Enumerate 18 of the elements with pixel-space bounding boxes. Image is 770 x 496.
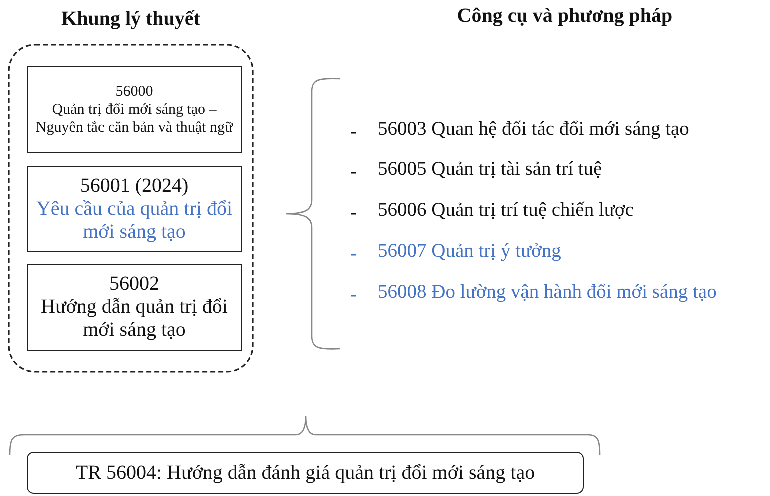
standard-title: Quản trị đổi mới sáng tạo – Nguyên tắc căn bản và thuật ngữ <box>34 100 234 136</box>
standard-title: Hướng dẫn quản trị đổi mới sáng tạo <box>40 296 229 342</box>
standard-box <box>27 66 242 153</box>
standard-number: 56001 (2024) <box>79 174 190 198</box>
standard-title: Yêu cầu của quản trị đổi mới sáng tạo <box>35 198 234 244</box>
standard-box <box>27 166 242 252</box>
standard-title: TR 56004: Hướng dẫn đánh giá quản trị đổi mới sáng tạo <box>74 461 536 485</box>
standard-box <box>27 264 242 351</box>
report-box <box>27 452 584 494</box>
list-item: 56006 Quản trị trí tuệ chiến lược <box>378 200 634 222</box>
standard-number: 56002 <box>108 273 160 296</box>
group-heading: Khung lý thuyết <box>60 8 202 31</box>
column-heading: Công cụ và phương pháp <box>456 5 674 28</box>
list-item: 56003 Quan hệ đối tác đổi mới sáng tạo <box>378 119 690 141</box>
standard-number: 56000 <box>114 82 154 100</box>
list-item: 56007 Quản trị ý tưởng <box>378 241 562 263</box>
list-item: 56005 Quản trị tài sản trí tuệ <box>378 159 602 181</box>
list-item: 56008 Đo lường vận hành đổi mới sáng tạo <box>378 282 717 304</box>
